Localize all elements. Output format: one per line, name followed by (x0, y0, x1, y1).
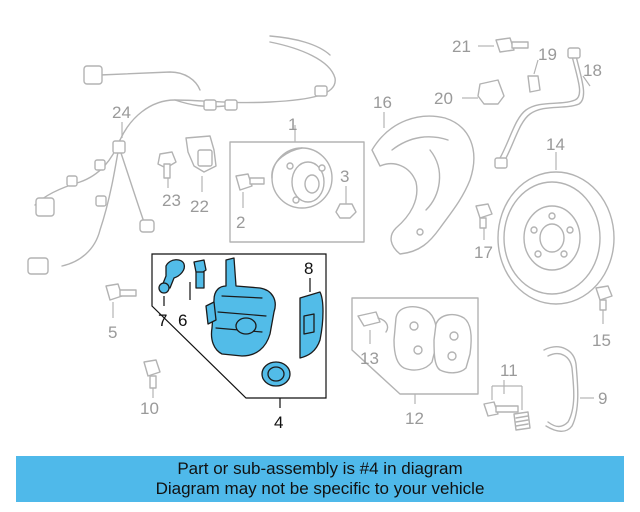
info-banner: Part or sub-assembly is #4 in diagram Di… (16, 456, 624, 502)
brake-hose-part-18: 18 (494, 47, 602, 169)
callout-10: 10 (140, 399, 159, 418)
callout-15: 15 (592, 331, 611, 350)
brake-rotor-part-14: 14 (497, 135, 615, 305)
sensor-bolt-part-23: 23 (157, 151, 181, 210)
callout-3: 3 (340, 167, 349, 186)
callout-22: 22 (190, 197, 209, 216)
wiring-harness-part-24: 24 (27, 35, 336, 275)
callout-5: 5 (108, 323, 117, 342)
callout-17: 17 (474, 243, 493, 262)
speed-sensor-part-22: 22 (185, 135, 217, 216)
caliper-bolt-part-5: 5 (105, 283, 137, 342)
bracket-bolt-part-21: 21 (452, 37, 529, 56)
callout-7: 7 (158, 311, 167, 330)
callout-19: 19 (538, 45, 557, 64)
hub-nut-part-3: 3 (335, 167, 357, 219)
callout-24: 24 (112, 103, 131, 122)
shield-bolt-part-17: 17 (474, 203, 493, 262)
banner-line-disclaimer: Diagram may not be specific to your vehi… (155, 479, 485, 498)
callout-21: 21 (452, 37, 471, 56)
rotor-screw-part-15: 15 (592, 285, 613, 350)
caliper-body[interactable] (205, 257, 276, 357)
hose-bracket-part-20: 20 (434, 79, 505, 108)
callout-16: 16 (373, 93, 392, 112)
brake-pads-part-12: 12 (351, 297, 479, 428)
callout-20: 20 (434, 89, 453, 108)
splash-shield-part-16: 16 (371, 93, 475, 255)
callout-4: 4 (274, 413, 283, 432)
bracket-part-9: 9 (543, 346, 607, 432)
callout-13: 13 (360, 349, 379, 368)
callout-14: 14 (546, 135, 565, 154)
pad-plate-part-8[interactable]: 8 (299, 259, 324, 359)
hub-bolt-part-2: 2 (235, 173, 265, 232)
parts-diagram: 24 22 23 1 2 3 (27, 35, 615, 432)
callout-8: 8 (304, 259, 313, 278)
callout-6: 6 (178, 311, 187, 330)
bleeder-cap-part-7[interactable]: 7 (158, 259, 186, 330)
callout-1: 1 (288, 115, 297, 134)
callout-18: 18 (583, 61, 602, 80)
banner-line-part-number: Part or sub-assembly is #4 in diagram (177, 459, 463, 478)
hose-clip-part-19: 19 (527, 45, 557, 93)
guide-pin-kit-part-11: 11 (483, 361, 531, 431)
hub-assembly-part-1: 1 (229, 115, 365, 243)
callout-9: 9 (598, 389, 607, 408)
piston-boot[interactable] (261, 361, 291, 387)
callout-11: 11 (500, 361, 518, 380)
callout-23: 23 (162, 191, 181, 210)
wear-sensor-part-13: 13 (357, 311, 389, 368)
callout-2: 2 (236, 213, 245, 232)
bleeder-screw-part-6[interactable]: 6 (178, 259, 207, 330)
bolt-part-10: 10 (140, 359, 161, 418)
caliper-assembly-part-4[interactable]: 4 7 6 (151, 253, 327, 432)
callout-12: 12 (405, 409, 424, 428)
